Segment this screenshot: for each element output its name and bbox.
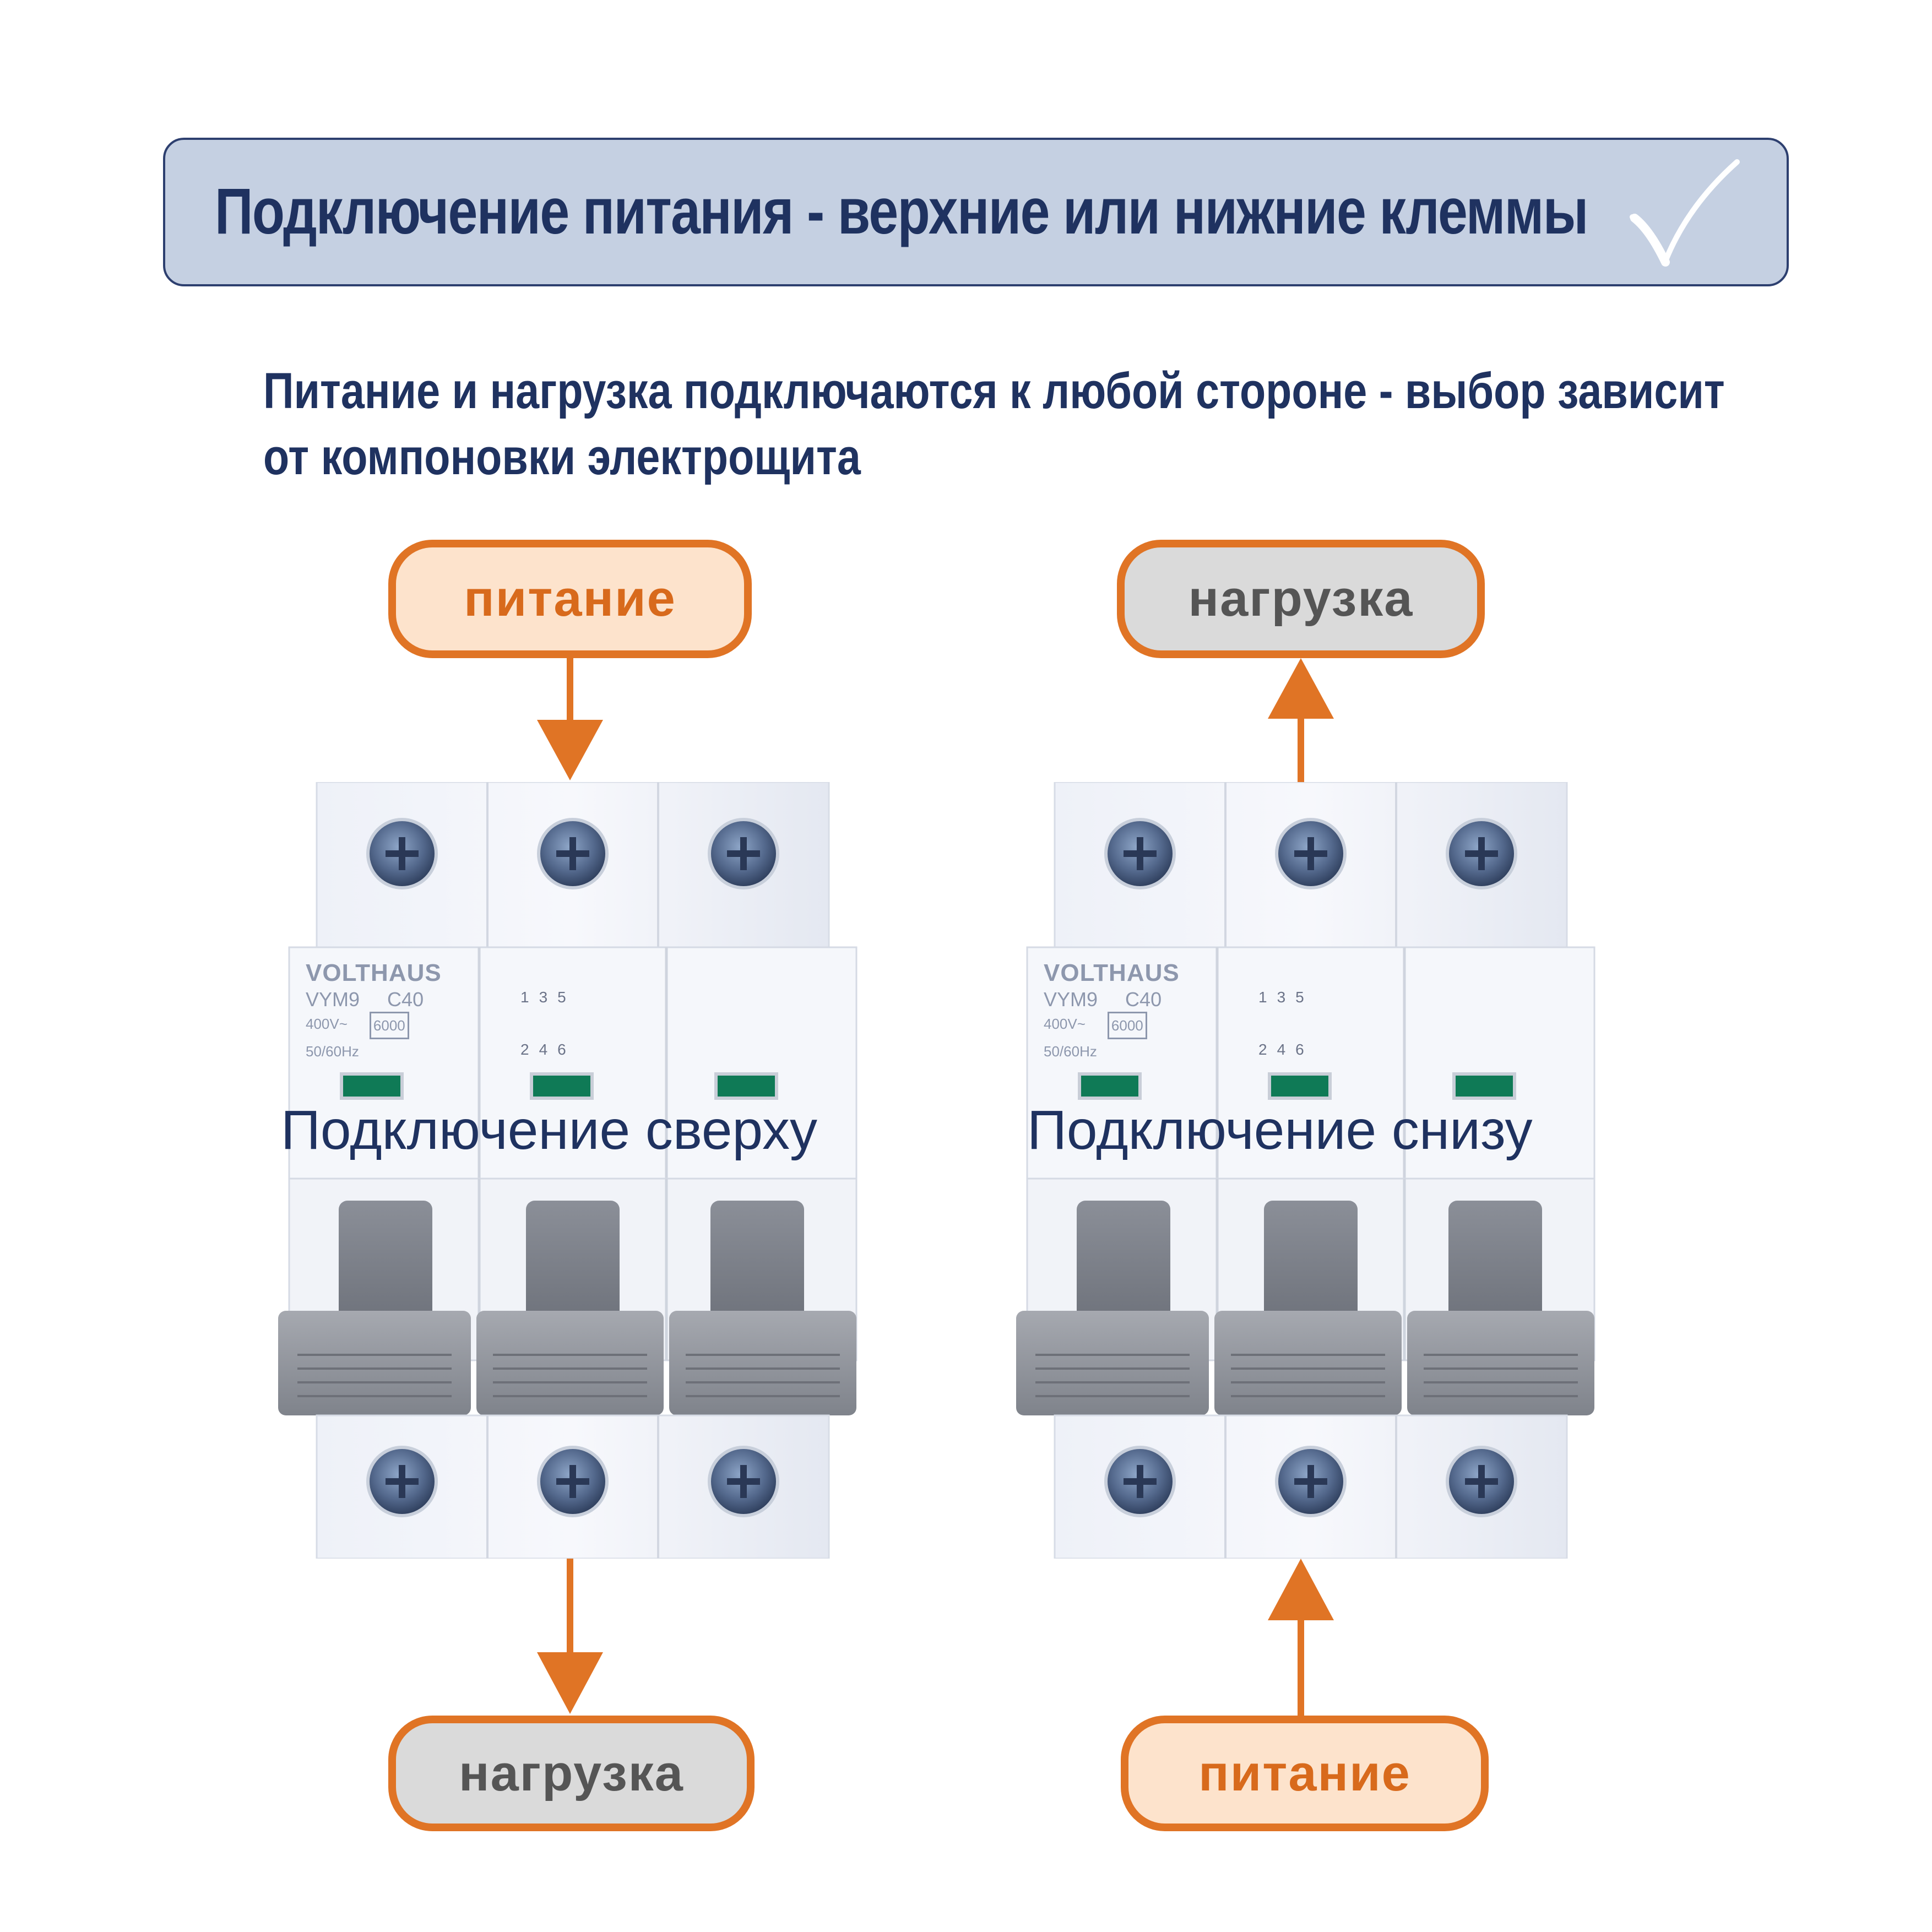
model-label: VYM9 bbox=[306, 988, 360, 1011]
subtitle: Питание и нагрузка подключаются к любой … bbox=[263, 358, 1725, 490]
breaker-left bbox=[278, 782, 858, 1559]
arrow-down-icon bbox=[537, 1559, 603, 1714]
terminal-numbers-left: 1 3 5 bbox=[520, 989, 566, 1006]
supply-pill-top-left: питание bbox=[388, 540, 752, 658]
breaker-right bbox=[1016, 782, 1595, 1559]
arrow-down-icon bbox=[537, 658, 603, 780]
caption-bottom-connection: Подключение снизу bbox=[1027, 1099, 1533, 1161]
breaker-right-label: VOLTHAUS VYM9 C40 400V~ 6000 50/60Hz bbox=[1044, 961, 1180, 1063]
rating-label: C40 bbox=[387, 988, 424, 1011]
arrow-up-icon bbox=[1268, 658, 1334, 782]
terminal-numbers-right: 1 3 5 bbox=[1258, 989, 1304, 1006]
supply-pill-bottom-right: питание bbox=[1121, 1716, 1489, 1831]
subtitle-line-2: от компоновки электрощита bbox=[263, 429, 861, 485]
checkmark-icon bbox=[1630, 159, 1740, 267]
frequency-label: 50/60Hz bbox=[1044, 1043, 1097, 1060]
brand-logo: VOLTHAUS bbox=[1044, 959, 1180, 986]
caption-top-connection: Подключение сверху bbox=[281, 1099, 817, 1161]
frequency-label: 50/60Hz bbox=[306, 1043, 359, 1060]
screw-icon bbox=[366, 818, 779, 889]
load-pill-top-right: нагрузка bbox=[1117, 540, 1485, 658]
page-title: Подключение питания - верхние или нижние… bbox=[215, 175, 1588, 248]
rating-label: C40 bbox=[1125, 988, 1162, 1011]
capacity-label: 6000 bbox=[1107, 1012, 1147, 1039]
voltage-label: 400V~ bbox=[306, 1016, 348, 1032]
breaker-left-label: VOLTHAUS VYM9 C40 400V~ 6000 50/60Hz bbox=[306, 961, 442, 1063]
title-banner: Подключение питания - верхние или нижние… bbox=[163, 138, 1789, 286]
arrow-up-icon bbox=[1268, 1559, 1334, 1716]
subtitle-line-1: Питание и нагрузка подключаются к любой … bbox=[263, 363, 1725, 419]
model-label: VYM9 bbox=[1044, 988, 1098, 1011]
brand-logo: VOLTHAUS bbox=[306, 959, 442, 986]
terminal-numbers-right-bottom: 2 4 6 bbox=[1258, 1041, 1304, 1058]
terminal-numbers-left-bottom: 2 4 6 bbox=[520, 1041, 566, 1058]
capacity-label: 6000 bbox=[369, 1012, 409, 1039]
load-pill-bottom-left: нагрузка bbox=[388, 1716, 755, 1831]
voltage-label: 400V~ bbox=[1044, 1016, 1086, 1032]
